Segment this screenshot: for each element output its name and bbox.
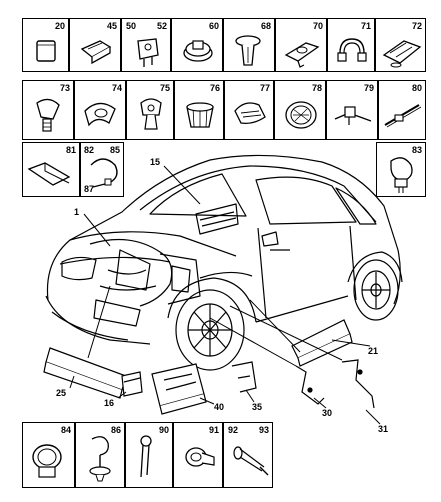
callout-16: 16 [104, 398, 115, 408]
part-number: 60 [208, 21, 219, 31]
bracket-part-35 [231, 361, 257, 393]
part-cell-74: 74 [74, 80, 126, 140]
part-number: 86 [110, 425, 121, 435]
part-number: 75 [159, 83, 170, 93]
part-number: 93 [258, 425, 269, 435]
part-cell-90: 90 [125, 422, 173, 488]
blind-rivet-icon [233, 446, 269, 476]
part-number: 80 [411, 83, 422, 93]
part-cell-50-52: 50 52 [121, 18, 171, 72]
connector-icon [80, 40, 112, 65]
bracket-part-16 [121, 371, 143, 397]
part-number: 50 [126, 21, 137, 31]
callout-21: 21 [368, 346, 379, 356]
bush-rivet-icon [185, 447, 215, 467]
part-cell-72: 72 [375, 18, 426, 72]
part-number: 45 [106, 21, 117, 31]
double-clip-icon [382, 40, 422, 68]
push-rivet-icon [235, 35, 261, 66]
part-cell-83: 83 [376, 142, 426, 197]
part-number: 84 [60, 425, 71, 435]
part-number: 92 [228, 425, 239, 435]
strap-icon [384, 104, 422, 128]
fir-tree-clip-icon [140, 98, 162, 130]
part-number: 52 [156, 21, 167, 31]
part-cell-91: 91 [173, 422, 223, 488]
spring-clip-icon [234, 102, 266, 125]
part-number: 72 [411, 21, 422, 31]
part-number: 81 [65, 145, 76, 155]
part-cell-73: 73 [22, 80, 74, 140]
part-cell-84: 84 [22, 422, 75, 488]
box-part-40 [151, 363, 207, 415]
part-cell-75: 75 [126, 80, 174, 140]
part-number: 87 [84, 184, 95, 194]
callout-35: 35 [252, 402, 263, 412]
part-number: 78 [311, 83, 322, 93]
part-number: 73 [59, 83, 70, 93]
part-cell-70: 70 [275, 18, 327, 72]
grommet-icon [183, 40, 213, 62]
part-cell-78: 78 [274, 80, 326, 140]
part-cell-71: 71 [327, 18, 375, 72]
part-cell-68: 68 [223, 18, 275, 72]
hose-clamp-icon [32, 444, 62, 478]
part-number: 79 [363, 83, 374, 93]
callout-30: 30 [322, 408, 333, 418]
callout-15: 15 [150, 157, 161, 167]
cotter-pin-icon [140, 435, 152, 478]
round-plug-icon [285, 101, 317, 129]
part-number: 77 [259, 83, 270, 93]
cable-tie-icon [90, 158, 118, 188]
cable-clip-icon [284, 42, 320, 68]
callout-40: 40 [214, 402, 225, 412]
part-number: 74 [111, 83, 122, 93]
part-cell-80: 80 [378, 80, 426, 140]
part-cell-81: 81 [22, 142, 80, 197]
part-cell-20: 20 [22, 18, 69, 72]
tie-anchor-icon [89, 436, 111, 482]
rail-part-25 [43, 347, 127, 399]
part-cell-45: 45 [69, 18, 121, 72]
bracket-part-30 [295, 365, 325, 405]
part-number: 85 [109, 145, 120, 155]
part-number: 70 [312, 21, 323, 31]
part-number: 83 [411, 145, 422, 155]
part-cell-77: 77 [224, 80, 274, 140]
part-number: 71 [360, 21, 371, 31]
tie-mount-icon [390, 157, 413, 193]
bracket-part-31 [341, 359, 375, 409]
hose-clip-icon [337, 38, 367, 62]
part-number: 68 [260, 21, 271, 31]
part-cell-60: 60 [171, 18, 223, 72]
part-cell-82-85-87: 82 85 87 [80, 142, 124, 197]
bracket-tie-icon [334, 106, 372, 125]
part-number: 76 [209, 83, 220, 93]
part-number: 20 [54, 21, 65, 31]
callout-25: 25 [56, 388, 67, 398]
clamp-fastener-icon [36, 98, 60, 132]
rail-part-21 [291, 319, 353, 367]
part-cell-79: 79 [326, 80, 378, 140]
ribbed-grommet-icon [186, 102, 214, 128]
harness-clip-icon [84, 102, 116, 127]
callout-31: 31 [378, 424, 389, 434]
part-cell-92-93: 92 93 [223, 422, 273, 488]
part-cell-86: 86 [75, 422, 125, 488]
part-number: 91 [208, 425, 219, 435]
edge-clip-icon [27, 162, 71, 186]
part-cell-76: 76 [174, 80, 224, 140]
square-clip-icon [36, 40, 56, 62]
callout-1: 1 [74, 207, 80, 217]
part-number: 82 [84, 145, 95, 155]
retainer-clip-icon [137, 38, 159, 67]
part-number: 90 [158, 425, 169, 435]
